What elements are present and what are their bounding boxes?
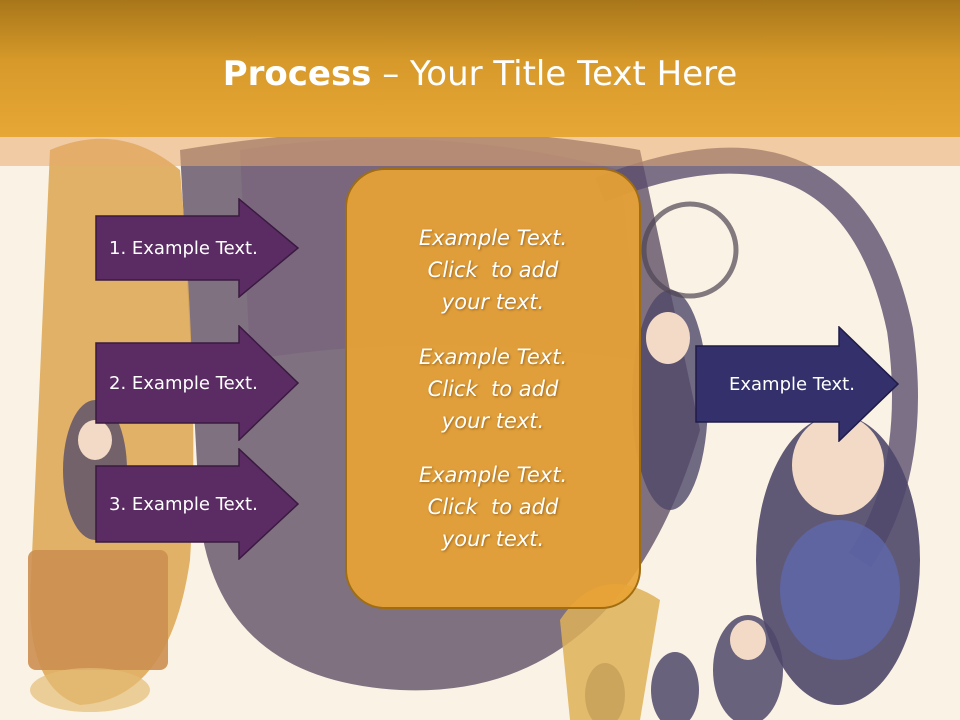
slide-title[interactable]: Process – Your Title Text Here <box>0 52 960 96</box>
center-text-block-2: Example Text. Click to add your text. <box>393 341 593 437</box>
text-line: Example Text. <box>418 462 568 487</box>
text-line: Example Text. <box>418 226 568 251</box>
center-text-block-3: Example Text. Click to add your text. <box>393 459 593 555</box>
text-line: your text. <box>441 526 545 551</box>
title-rest-part: – Your Title Text Here <box>371 54 738 94</box>
title-banner-band <box>0 137 960 166</box>
title-bold-part: Process <box>222 54 372 94</box>
right-arrow-shape <box>95 325 299 441</box>
step-arrow-3[interactable]: 3. Example Text. <box>95 448 299 560</box>
step-arrow-1[interactable]: 1. Example Text. <box>95 198 299 298</box>
text-line: your text. <box>441 408 545 433</box>
right-arrow-shape <box>695 326 899 442</box>
title-banner <box>0 0 960 137</box>
text-line: Click to add <box>427 258 559 283</box>
step-arrow-2[interactable]: 2. Example Text. <box>95 325 299 441</box>
output-label: Example Text. <box>729 373 855 395</box>
center-text-block-1: Example Text. Click to add your text. <box>393 222 593 318</box>
step-label: 3. Example Text. <box>109 493 258 515</box>
text-line: Example Text. <box>418 344 568 369</box>
right-arrow-shape <box>95 198 299 298</box>
step-label: 2. Example Text. <box>109 372 258 394</box>
process-center-box[interactable]: Example Text. Click to add your text. Ex… <box>345 168 641 609</box>
step-label: 1. Example Text. <box>109 237 258 259</box>
text-line: your text. <box>441 290 545 315</box>
output-arrow[interactable]: Example Text. <box>695 326 899 442</box>
text-line: Click to add <box>427 376 559 401</box>
text-line: Click to add <box>427 494 559 519</box>
right-arrow-shape <box>95 448 299 560</box>
